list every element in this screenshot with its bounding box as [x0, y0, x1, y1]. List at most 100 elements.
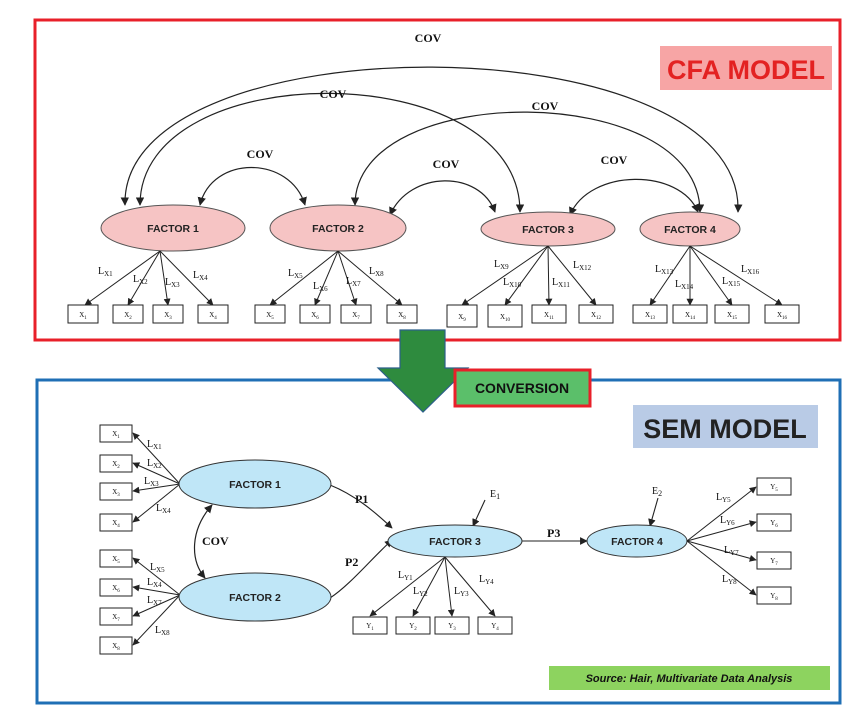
sem-y-box — [756, 477, 792, 496]
sem-y-box — [477, 616, 513, 635]
sem-x-indicator-6: X6 — [112, 584, 120, 594]
cfa-factors — [100, 204, 741, 252]
cfa-indicator-6: X6 — [311, 311, 319, 321]
cfa-factor-4-label: FACTOR 4 — [664, 224, 716, 236]
sem-y-indicator-4: Y4 — [491, 622, 499, 632]
sem-x-indicator-4: X4 — [112, 519, 120, 529]
cfa-indicator-box — [632, 304, 668, 324]
sem-x-arrow-4 — [132, 483, 181, 523]
cfa-indicator-box — [714, 304, 750, 324]
sem-error-2-arrow — [648, 497, 659, 527]
conversion-section: CONVERSION — [376, 329, 592, 413]
sem-y-indicator-1: Y1 — [366, 622, 374, 632]
cfa-panel: CFA MODEL COV COV COV COV COV COV FACTOR… — [33, 18, 842, 342]
cfa-indicator-box — [531, 304, 567, 324]
sem-x-box — [99, 636, 133, 655]
sem-title: SEM MODEL — [643, 414, 807, 444]
sem-y-indicator-5: Y5 — [770, 483, 778, 493]
sem-factors — [178, 459, 688, 622]
sem-y-indicator-6: Y6 — [770, 519, 778, 529]
cov-curve-f2-f3 — [389, 180, 497, 216]
cfa-arrow-1 — [84, 250, 161, 306]
cov-curve-f1-f3 — [135, 92, 525, 213]
cfa-arrow-3 — [159, 250, 171, 306]
sem-x-arrows — [132, 432, 181, 646]
sem-x-box — [99, 454, 133, 473]
cfa-arrow-5 — [269, 250, 339, 306]
sem-x-indicator-8: X8 — [112, 642, 120, 652]
sem-x-box — [99, 578, 133, 597]
sem-y-arrows-bottom — [369, 556, 496, 617]
sem-path-p3-label: P3 — [547, 526, 560, 540]
sem-y-box — [352, 616, 388, 635]
sem-y-box — [434, 616, 470, 635]
cfa-title-bg — [660, 46, 832, 90]
sem-x-indicator-2: X2 — [112, 460, 120, 470]
sem-factor-2-label: FACTOR 2 — [229, 592, 281, 604]
sem-x-box — [99, 424, 133, 443]
cfa-title: CFA MODEL — [667, 55, 825, 85]
cfa-factor-3-label: FACTOR 3 — [522, 224, 574, 236]
sem-path-p1-line — [329, 484, 393, 529]
cfa-indicator-12: X12 — [591, 311, 602, 321]
sem-x-arrow-1 — [132, 432, 181, 485]
cfa-indicator-1: X1 — [79, 311, 87, 321]
cfa-indicator-11: X11 — [544, 311, 554, 321]
sem-title-bg — [633, 405, 818, 448]
sem-factor-4-label: FACTOR 4 — [611, 536, 663, 548]
cfa-arrow-13 — [649, 245, 691, 306]
conversion-label: CONVERSION — [475, 380, 569, 396]
cfa-factor-1-label: FACTOR 1 — [147, 223, 199, 235]
cfa-indicator-box — [672, 304, 708, 324]
sem-y-box — [756, 551, 792, 570]
sem-y-arrow-1 — [369, 556, 446, 617]
cfa-indicator-box — [152, 304, 184, 324]
sem-factor-3 — [387, 524, 523, 558]
sem-cov-label: COV — [202, 534, 229, 548]
cfa-indicator-box — [254, 304, 286, 324]
sem-y-box — [395, 616, 431, 635]
sem-error-1-label: E1 — [490, 489, 500, 501]
cfa-indicator-16: X16 — [777, 311, 788, 321]
cfa-arrow-11 — [545, 245, 553, 306]
sem-path-p1-label: P1 — [355, 492, 368, 506]
sem-y-indicator-3: Y3 — [448, 622, 456, 632]
sem-path-p2-label: P2 — [345, 555, 358, 569]
sem-y-arrow-6 — [686, 520, 757, 542]
sem-x-indicator-3: X3 — [112, 488, 120, 498]
cfa-arrow-16 — [689, 245, 783, 306]
cfa-indicator-4: X4 — [209, 311, 217, 321]
sem-x-box — [99, 607, 133, 626]
cov-curve-f2-f4 — [350, 111, 705, 213]
cfa-indicator-box — [764, 304, 800, 324]
sem-x-arrow-7 — [132, 594, 181, 617]
cfa-indicator-10: X10 — [500, 313, 511, 323]
sem-x-indicator-5: X5 — [112, 555, 120, 565]
sem-x-arrow-2 — [132, 462, 181, 485]
cov-curve-f1-f4 — [120, 66, 743, 213]
sem-y-arrow-2 — [412, 556, 446, 617]
cfa-arrow-7 — [337, 250, 358, 306]
cfa-indicator-labels: X1 X2 X3 X4 X5 X6 X7 X8 X9 X10 X11 X12 X… — [79, 311, 787, 323]
cov-label-f1-f4: COV — [415, 31, 442, 45]
sem-factor-1-label: FACTOR 1 — [229, 479, 281, 491]
sem-factor-1 — [178, 459, 332, 509]
cfa-arrow-10 — [504, 245, 549, 306]
cfa-indicator-box — [67, 304, 99, 324]
sem-y-box — [756, 586, 792, 605]
sem-x-arrow-3 — [132, 483, 181, 494]
sem-y-arrow-5 — [686, 486, 757, 542]
cfa-indicator-2: X2 — [124, 311, 132, 321]
cfa-indicator-box — [578, 304, 614, 324]
cfa-indicator-9: X9 — [458, 313, 466, 323]
cfa-arrow-2 — [127, 250, 161, 306]
sem-structural-paths — [329, 484, 659, 599]
sem-x-box — [99, 482, 133, 501]
conversion-label-box — [453, 368, 592, 408]
sem-factor-2 — [178, 572, 332, 622]
cov-curve-f1-f2 — [197, 166, 307, 206]
cfa-indicator-box — [446, 304, 478, 328]
cfa-indicator-5: X5 — [266, 311, 274, 321]
cfa-arrow-12 — [547, 245, 597, 306]
cfa-arrow-9 — [461, 245, 549, 306]
